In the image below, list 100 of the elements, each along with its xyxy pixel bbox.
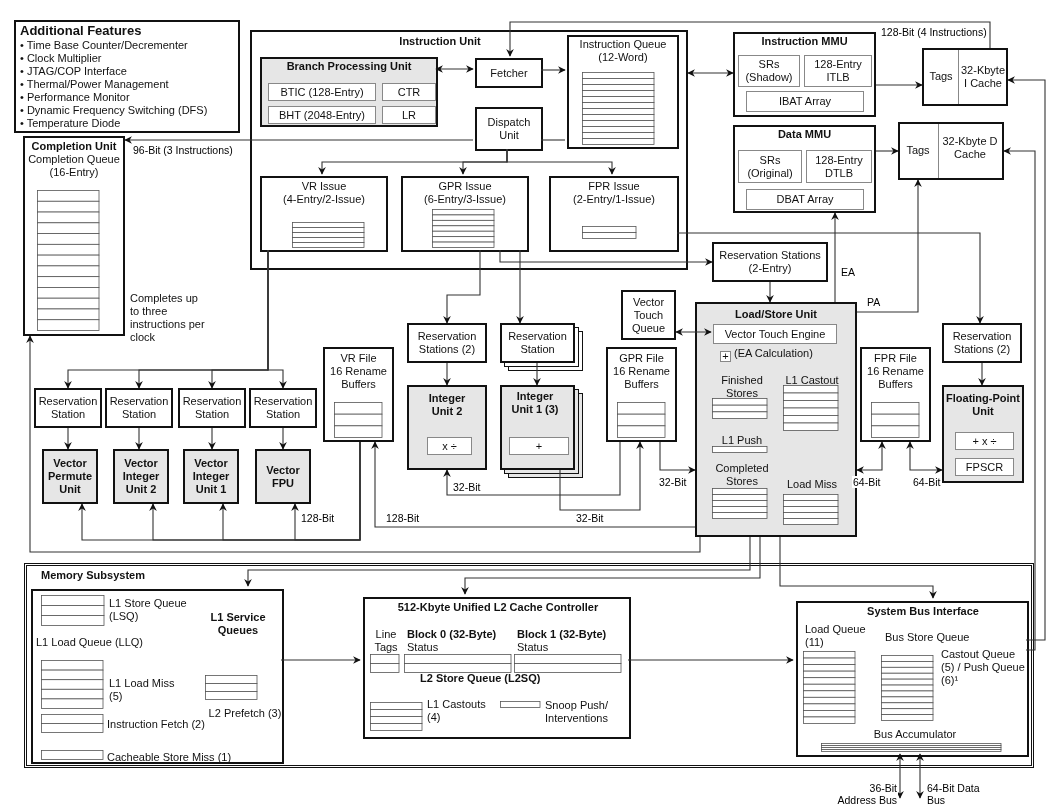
unit-box <box>34 388 102 428</box>
unit-label: L1 Castout <box>784 374 840 387</box>
arrow <box>687 69 734 77</box>
arrow <box>435 65 474 73</box>
unit-label: Snoop Push/ Interventions <box>545 699 609 725</box>
unit-label: Fetcher <box>490 66 528 80</box>
unit-label: Vector Touch Queue <box>631 295 666 335</box>
unit-label: 32-Kbyte D Cache <box>941 135 999 161</box>
unit-label: + x ÷ <box>972 434 997 448</box>
unit-label: Line Tags <box>373 628 399 654</box>
arrow <box>124 136 474 144</box>
arrow <box>461 536 761 595</box>
arrow <box>856 441 886 474</box>
unit-label: 16 Rename Buffers <box>866 365 925 391</box>
unit-label: Load Queue (11) <box>805 623 867 649</box>
arrow <box>506 21 991 57</box>
unit-label: Instruction Fetch (2) <box>107 718 206 731</box>
unit-heading: Integer Unit 2 <box>427 392 467 418</box>
connector-line <box>540 139 566 141</box>
unit-label: x ÷ <box>442 439 457 453</box>
arrow <box>675 328 712 336</box>
unit-box <box>549 176 679 252</box>
unit-label: GPR Issue (6-Entry/3-Issue) <box>423 180 507 206</box>
unit-box <box>178 388 246 428</box>
unit-label: Vector Permute Unit <box>47 457 93 496</box>
register-box <box>382 83 436 101</box>
unit-label: SRs (Original) <box>746 153 794 180</box>
arrow <box>627 656 794 664</box>
unit-box <box>42 449 98 504</box>
unit-label: Load Miss <box>785 478 839 491</box>
unit-label: Vector FPU <box>265 464 301 490</box>
arrow <box>1003 147 1036 651</box>
edge-label: 128-Bit <box>300 512 336 524</box>
register-box <box>713 324 837 344</box>
unit-label: FPR File <box>873 352 918 365</box>
feature-list-box <box>14 20 240 133</box>
arrow <box>856 179 922 313</box>
unit-heading: Block 0 (32-Byte) <box>407 628 498 641</box>
unit-box <box>475 107 543 151</box>
unit-label: SRs (Shadow) <box>744 58 794 84</box>
arrow <box>208 427 216 450</box>
note-text: (EA Calculation) <box>734 347 814 360</box>
edge-label: EA <box>840 266 856 278</box>
unit-label: GPR File <box>618 352 665 365</box>
unit-label: 32-Kbyte I Cache <box>960 64 1006 90</box>
unit-label: Vector Touch Engine <box>724 327 826 341</box>
unit-label: L1 Castouts (4) <box>427 698 487 724</box>
arrow <box>1007 76 1046 641</box>
edge-label: 32-Bit <box>658 476 688 488</box>
unit-heading: Instruction Unit <box>398 35 482 48</box>
unit-box <box>105 388 173 428</box>
queue-heading: L2 Store Queue (L2SQ) <box>420 672 541 685</box>
unit-heading: Additional Features <box>20 23 143 39</box>
arrow <box>533 362 541 386</box>
edge-label: 128-Bit <box>385 512 421 524</box>
register-box <box>738 150 802 183</box>
unit-label: Reservation Stations (2) <box>951 330 1013 356</box>
execution-unit-panel <box>500 385 575 470</box>
unit-heading: Data MMU <box>776 128 833 141</box>
arrow <box>279 427 287 450</box>
unit-heading: Completion Unit <box>30 140 118 153</box>
arrow <box>371 441 696 528</box>
register-box <box>955 432 1014 450</box>
unit-label: Reservation Stations (2-Entry) <box>718 249 822 275</box>
register-box <box>738 55 800 87</box>
arrow <box>64 427 72 450</box>
arrow <box>978 362 986 386</box>
unit-box <box>942 323 1022 363</box>
queue-panel <box>31 589 284 764</box>
unit-label: Castout Queue (5) / Push Queue (6)¹ <box>941 648 1025 687</box>
unit-label: Reservation Station <box>252 395 314 421</box>
unit-box <box>401 176 529 252</box>
arrow <box>443 249 481 324</box>
unit-box <box>712 242 828 282</box>
unit-label: LR <box>401 108 417 122</box>
arrow <box>540 66 566 74</box>
edge-label: 64-Bit <box>852 476 882 488</box>
note-text: Completes up to three instructions per clock <box>130 292 206 344</box>
unit-label: Reservation Station <box>108 395 170 421</box>
unit-label: Tags <box>905 144 931 157</box>
unit-label: Completed Stores <box>714 462 770 488</box>
unit-box <box>260 176 388 252</box>
arrow <box>659 441 696 474</box>
register-box <box>804 55 872 87</box>
unit-box <box>860 347 931 442</box>
edge-label: PA <box>866 296 882 308</box>
execution-unit-panel <box>407 385 487 470</box>
unit-label: • Clock Multiplier <box>20 52 103 65</box>
unit-box <box>255 449 311 504</box>
arrow <box>906 441 943 474</box>
unit-label: DBAT Array <box>776 193 834 206</box>
register-box <box>806 150 872 183</box>
arrow <box>443 441 621 496</box>
unit-label: Status <box>517 641 550 654</box>
register-box <box>746 91 864 112</box>
register-box <box>509 437 569 455</box>
unit-label: • JTAG/COP Interface <box>20 65 128 78</box>
arrow <box>875 81 923 89</box>
cache-box <box>898 122 1004 180</box>
unit-label: • Time Base Counter/Decrementer <box>20 39 189 52</box>
